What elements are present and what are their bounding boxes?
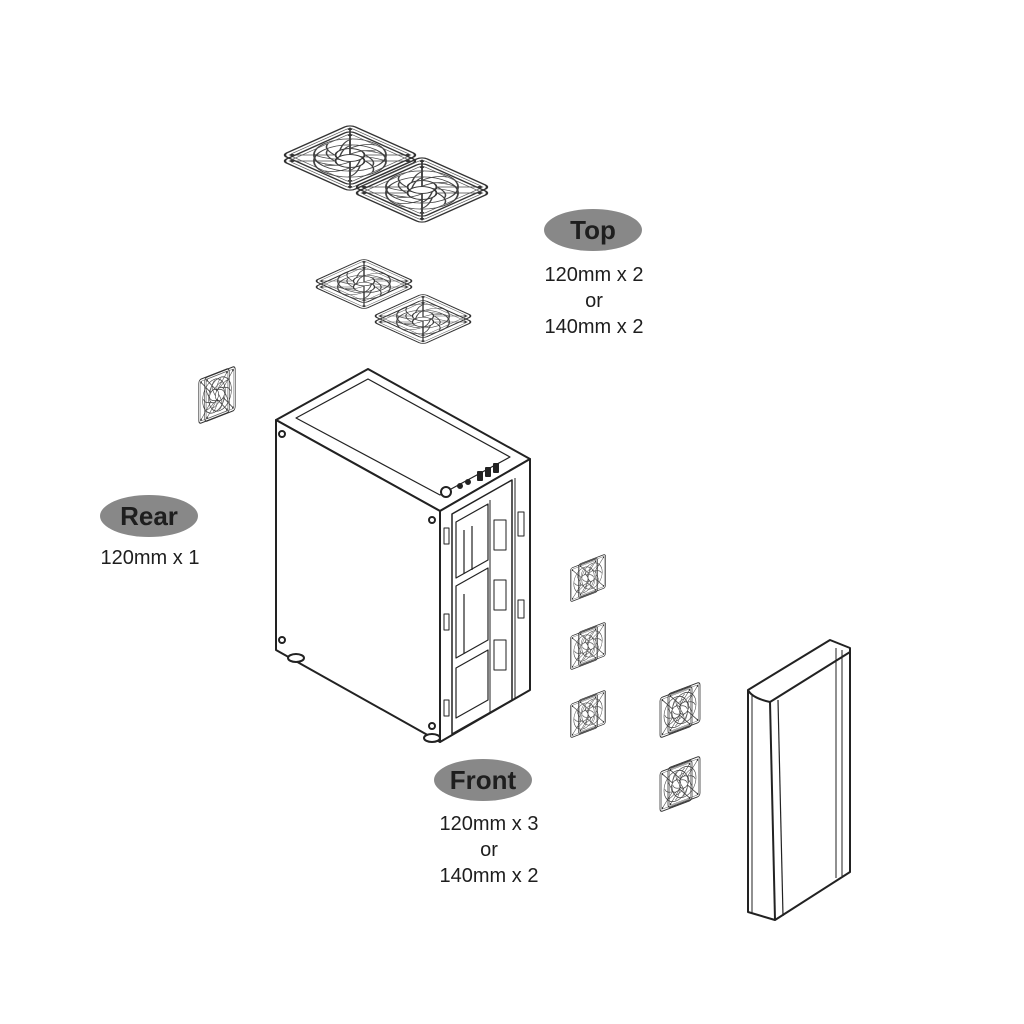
top-spec-line: 120mm x 2: [544, 264, 644, 286]
top-badge: Top: [544, 209, 642, 251]
top-spec-line: or: [585, 290, 603, 312]
pc-case-icon: [275, 368, 531, 743]
fan-triple-120mm-icon: [569, 553, 607, 739]
fan-pair-140mm-vertical-icon: [659, 681, 701, 813]
fan-pair-120mm-icon: [313, 257, 474, 346]
front-spec-line: 120mm x 3: [439, 813, 539, 835]
front-spec-line: 140mm x 2: [439, 865, 539, 887]
top-spec: 120mm x 2 or 140mm x 2: [524, 262, 664, 340]
front-spec-line: or: [480, 839, 498, 861]
front-panel-icon: [747, 639, 851, 921]
fan-120mm-icon: [198, 365, 236, 425]
rear-spec-line: 120mm x 1: [100, 547, 200, 569]
fan-pair-140mm-icon: [280, 123, 492, 225]
front-spec: 120mm x 3 or 140mm x 2: [419, 811, 559, 889]
rear-badge: Rear: [100, 495, 198, 537]
top-spec-line: 140mm x 2: [544, 316, 644, 338]
front-badge: Front: [434, 759, 532, 801]
rear-spec: 120mm x 1: [80, 545, 220, 571]
